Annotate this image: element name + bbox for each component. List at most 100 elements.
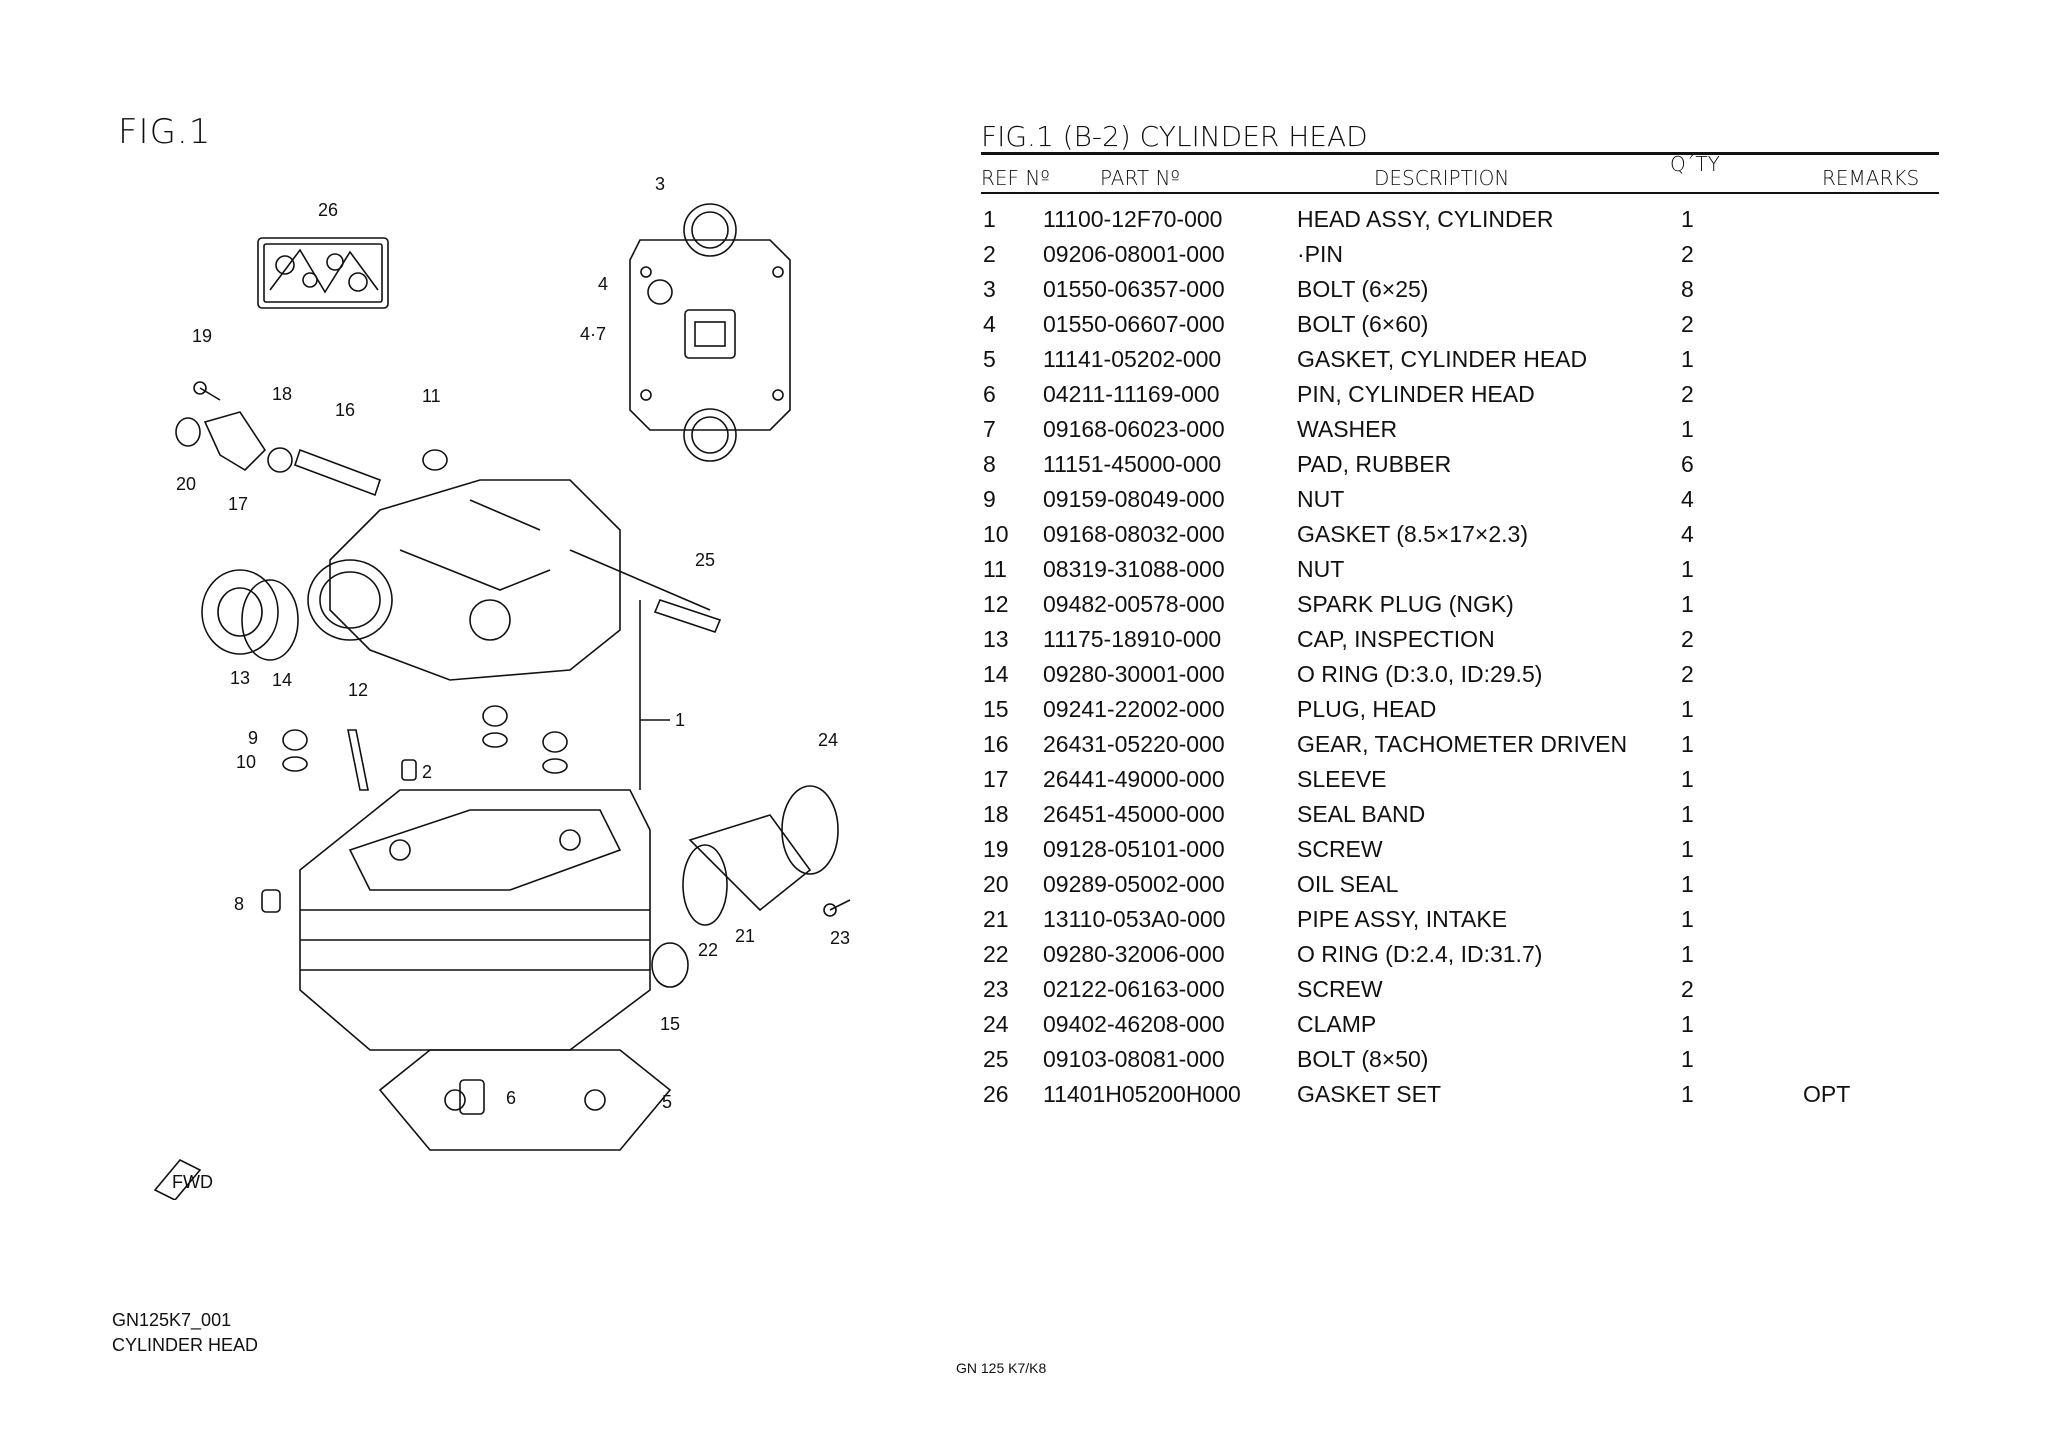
header-description: DESCRIPTION	[1374, 166, 1510, 190]
gasket-set-illustration	[257, 237, 389, 309]
cell-qty: 1	[1681, 766, 1694, 792]
footer-name: CYLINDER HEAD	[112, 1335, 259, 1355]
footer-code: GN125K7_001	[112, 1310, 232, 1330]
cell-qty: 1	[1681, 556, 1694, 582]
cell-description: WASHER	[1297, 416, 1398, 442]
title-rule	[981, 152, 1939, 155]
cell-ref: 2	[983, 241, 996, 267]
callout-26: 26	[318, 200, 338, 220]
cell-qty: 1	[1681, 206, 1694, 232]
cell-qty: 2	[1681, 381, 1694, 407]
footer-model: GN 125 K7/K8	[956, 1360, 1047, 1376]
lower-cylinder-head-illustration	[299, 789, 651, 1051]
cell-ref: 24	[983, 1011, 1009, 1037]
header-remarks: REMARKS	[1822, 166, 1920, 190]
cell-qty: 1	[1681, 836, 1694, 862]
callout-4-7: 4·7	[580, 324, 606, 344]
cell-qty: 1	[1681, 1011, 1694, 1037]
header-rule	[981, 192, 1939, 194]
cell-ref: 3	[983, 276, 996, 302]
cell-part: 02122-06163-000	[1043, 976, 1225, 1002]
cell-qty: 2	[1681, 661, 1694, 687]
callout-22: 22	[698, 940, 718, 960]
callout-19: 19	[192, 326, 212, 346]
cell-qty: 1	[1681, 416, 1694, 442]
cell-qty: 2	[1681, 311, 1694, 337]
cell-ref: 15	[983, 696, 1009, 722]
cell-qty: 1	[1681, 941, 1694, 967]
cell-description: O RING (D:2.4, ID:31.7)	[1297, 941, 1543, 967]
callout-13: 13	[230, 668, 250, 688]
cell-description: BOLT (6×60)	[1297, 311, 1429, 337]
cell-qty: 1	[1681, 871, 1694, 897]
callout-10: 10	[236, 752, 256, 772]
cell-description: BOLT (8×50)	[1297, 1046, 1429, 1072]
callout-24: 24	[818, 730, 838, 750]
callout-21: 21	[735, 926, 755, 946]
cell-qty: 2	[1681, 626, 1694, 652]
cell-part: 08319-31088-000	[1043, 556, 1225, 582]
cell-qty: 1	[1681, 906, 1694, 932]
callout-9: 9	[248, 728, 258, 748]
cell-ref: 12	[983, 591, 1009, 617]
cell-ref: 16	[983, 731, 1009, 757]
cell-description: SPARK PLUG (NGK)	[1297, 591, 1514, 617]
callout-14: 14	[272, 670, 292, 690]
cell-ref: 13	[983, 626, 1009, 652]
cell-qty: 8	[1681, 276, 1694, 302]
cell-ref: 9	[983, 486, 996, 512]
cell-part: 11151-45000-000	[1043, 451, 1222, 477]
cell-part: 09206-08001-000	[1043, 241, 1225, 267]
fwd-label: FWD	[172, 1172, 213, 1192]
cell-description: GASKET, CYLINDER HEAD	[1297, 346, 1588, 372]
exploded-parts-diagram: FWD 26 19 18 16 11 20 17 25 13 14 12 9 1…	[153, 174, 851, 1200]
callout-1: 1	[675, 710, 685, 730]
callout-25: 25	[695, 550, 715, 570]
header-ref: REF Nº	[981, 166, 1050, 190]
callout-2: 2	[422, 762, 432, 782]
cell-qty: 1	[1681, 1081, 1694, 1107]
callout-6: 6	[506, 1088, 516, 1108]
cell-remarks: OPT	[1803, 1081, 1851, 1107]
cell-qty: 1	[1681, 696, 1694, 722]
cell-description: O RING (D:3.0, ID:29.5)	[1297, 661, 1543, 687]
cell-part: 09289-05002-000	[1043, 871, 1225, 897]
cell-ref: 25	[983, 1046, 1009, 1072]
cell-ref: 10	[983, 521, 1009, 547]
cell-ref: 4	[983, 311, 996, 337]
cell-ref: 17	[983, 766, 1009, 792]
cell-part: 11141-05202-000	[1043, 346, 1222, 372]
cell-description: GASKET SET	[1297, 1081, 1442, 1107]
cell-part: 09280-30001-000	[1043, 661, 1225, 687]
callout-12: 12	[348, 680, 368, 700]
cell-qty: 4	[1681, 521, 1694, 547]
cell-ref: 8	[983, 451, 996, 477]
callout-8: 8	[234, 894, 244, 914]
cell-part: 09168-08032-000	[1043, 521, 1225, 547]
cell-description: SLEEVE	[1297, 766, 1387, 792]
callout-3: 3	[655, 174, 665, 194]
table-title: FIG.1 (B-2) CYLINDER HEAD	[981, 120, 1368, 153]
cell-part: 09103-08081-000	[1043, 1046, 1225, 1072]
callout-23: 23	[830, 928, 850, 948]
cell-part: 13110-053A0-000	[1043, 906, 1226, 932]
callout-15: 15	[660, 1014, 680, 1034]
cell-qty: 1	[1681, 346, 1694, 372]
cylinder-head-cover-illustration	[629, 203, 791, 462]
